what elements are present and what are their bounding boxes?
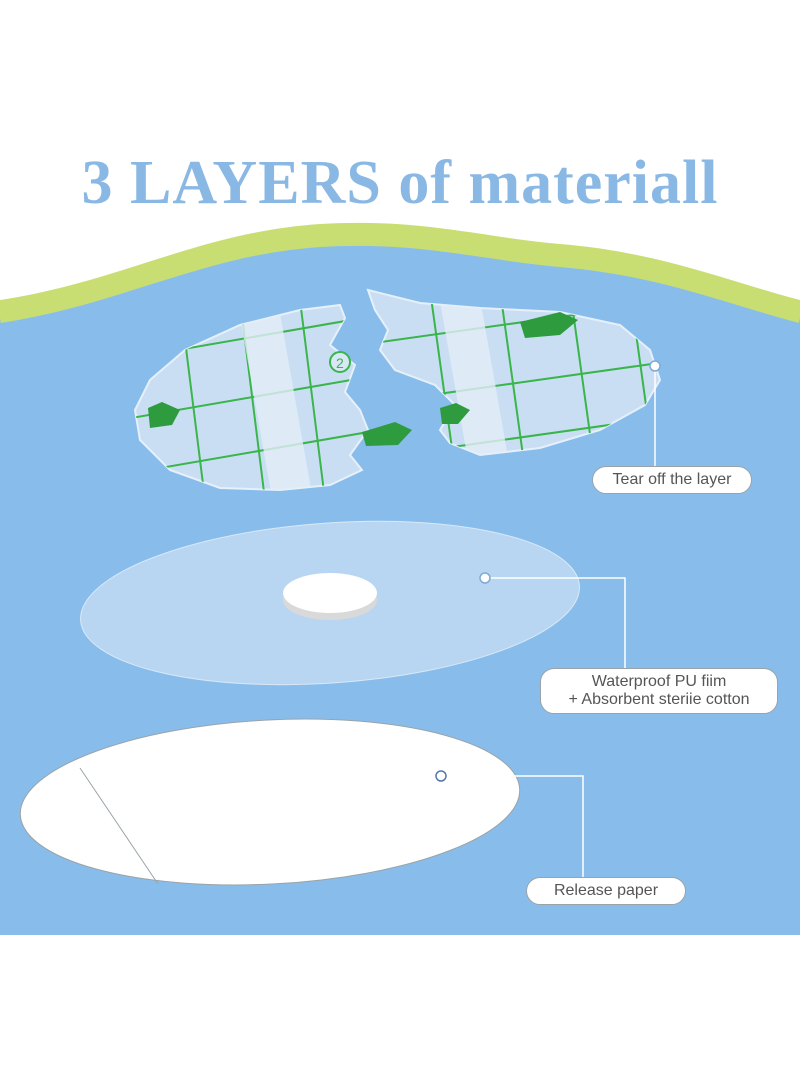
label-text: Tear off the layer (612, 471, 732, 488)
connector-dot (435, 770, 447, 782)
connectors (441, 366, 656, 877)
number-badge (329, 351, 351, 373)
tab-icon (148, 402, 180, 428)
release-paper (19, 718, 521, 886)
connector-dot (479, 572, 491, 584)
connector-dot (649, 360, 661, 372)
label-pu-film: Waterproof PU fiim + Absorbent steriie c… (540, 668, 778, 714)
label-text-line2: + Absorbent steriie cotton (568, 691, 750, 708)
label-tear-off-layer: Tear off the layer (592, 466, 752, 494)
label-text-line1: Waterproof PU fiim (591, 673, 727, 690)
wave-band (0, 222, 800, 318)
label-text: Release paper (553, 882, 659, 899)
film-left-half: 2 (133, 303, 370, 492)
tab-icon (440, 403, 470, 424)
page-title: 3 LAYERS of materiall (81, 149, 719, 217)
release-paper-slit (79, 767, 159, 885)
number-badge-text: 2 (336, 355, 344, 371)
tab-icon (520, 312, 578, 338)
tab-icon (362, 422, 412, 446)
cotton-pad (283, 573, 377, 613)
label-release-paper: Release paper (526, 877, 686, 905)
